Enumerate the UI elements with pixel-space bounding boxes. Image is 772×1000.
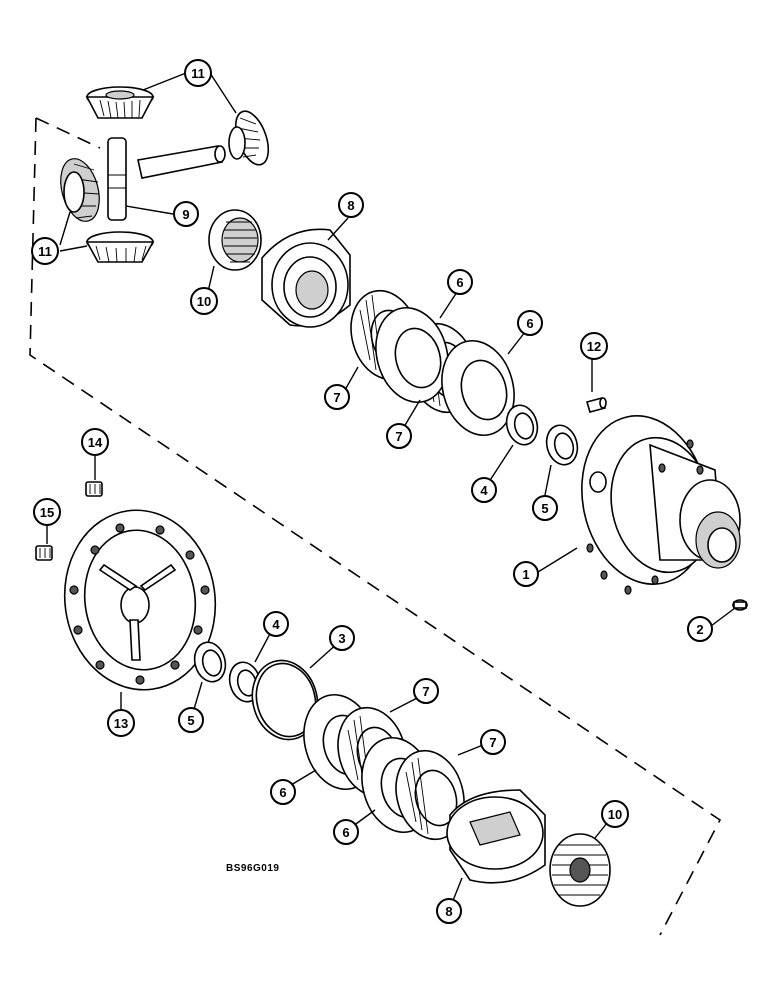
svg-text:8: 8 [347, 198, 354, 213]
svg-text:6: 6 [526, 316, 533, 331]
differential-housing [581, 415, 741, 595]
figure-code: BS96G019 [226, 863, 279, 874]
thrust-washer-top [505, 404, 539, 446]
svg-text:6: 6 [342, 825, 349, 840]
callout-6-top-a: 6 [447, 269, 473, 295]
bolt-15 [35, 545, 53, 561]
callout-6-bottom-a: 6 [270, 779, 296, 805]
pinion-gear-right [228, 110, 270, 166]
svg-text:11: 11 [38, 244, 52, 259]
friction-disc-bottom-b [395, 749, 465, 841]
roll-pin [585, 397, 607, 413]
side-gear-bottom [549, 833, 611, 907]
pinion-gear-top [85, 86, 155, 119]
side-gear-top [208, 209, 262, 271]
pinion-gear-left [60, 158, 100, 222]
pinion-gear-bottom [85, 231, 155, 263]
callout-7-top-a: 7 [324, 384, 350, 410]
bolt-14 [85, 481, 103, 497]
flange-bolt-holes [69, 523, 210, 685]
callout-5-bottom: 5 [178, 707, 204, 733]
drain-plug [732, 599, 748, 611]
callout-8-top: 8 [338, 192, 364, 218]
svg-text:14: 14 [88, 435, 103, 450]
svg-text:12: 12 [587, 339, 601, 354]
callout-11-top: 11 [184, 59, 212, 87]
svg-text:8: 8 [445, 904, 452, 919]
callout-12: 12 [580, 332, 608, 360]
callout-14: 14 [81, 428, 109, 456]
cover-flange [63, 509, 217, 691]
svg-text:7: 7 [395, 429, 402, 444]
snap-ring [251, 659, 319, 741]
callout-10-top: 10 [190, 287, 218, 315]
case-half-top [261, 228, 351, 328]
svg-text:13: 13 [114, 716, 128, 731]
svg-text:3: 3 [338, 631, 345, 646]
callout-1: 1 [513, 561, 539, 587]
callout-6-bottom-b: 6 [333, 819, 359, 845]
case-half-bottom [446, 789, 546, 884]
svg-text:2: 2 [696, 622, 703, 637]
assembly-outline [29, 117, 722, 936]
svg-text:9: 9 [182, 207, 189, 222]
callout-9: 9 [173, 201, 199, 227]
callout-8-bottom: 8 [436, 898, 462, 924]
shim-washer-bottom [193, 641, 227, 683]
svg-text:4: 4 [272, 617, 280, 632]
svg-text:15: 15 [40, 505, 54, 520]
svg-text:10: 10 [197, 294, 211, 309]
callout-7-top-b: 7 [386, 423, 412, 449]
svg-text:6: 6 [456, 275, 463, 290]
svg-text:6: 6 [279, 785, 286, 800]
callout-10-bottom: 10 [601, 800, 629, 828]
cross-shaft [107, 137, 226, 221]
svg-text:10: 10 [608, 807, 622, 822]
svg-text:7: 7 [422, 684, 429, 699]
steel-plate-top-a [375, 306, 449, 404]
callout-7-bottom-b: 7 [480, 729, 506, 755]
callout-6-top-b: 6 [517, 310, 543, 336]
callout-13: 13 [107, 709, 135, 737]
shim-washer-top [545, 424, 579, 466]
callout-15: 15 [33, 498, 61, 526]
svg-text:7: 7 [489, 735, 496, 750]
svg-text:11: 11 [191, 66, 205, 81]
svg-text:1: 1 [522, 567, 529, 582]
steel-plate-top-b [441, 339, 515, 437]
svg-text:7: 7 [333, 390, 340, 405]
svg-text:5: 5 [541, 501, 548, 516]
callout-4-bottom: 4 [263, 611, 289, 637]
svg-text:5: 5 [187, 713, 194, 728]
callout-11-left: 11 [31, 237, 59, 265]
callout-2: 2 [687, 616, 713, 642]
callout-3: 3 [329, 625, 355, 651]
svg-text:4: 4 [480, 483, 488, 498]
callout-5-top: 5 [532, 495, 558, 521]
callout-4-top: 4 [471, 477, 497, 503]
callout-7-bottom-a: 7 [413, 678, 439, 704]
